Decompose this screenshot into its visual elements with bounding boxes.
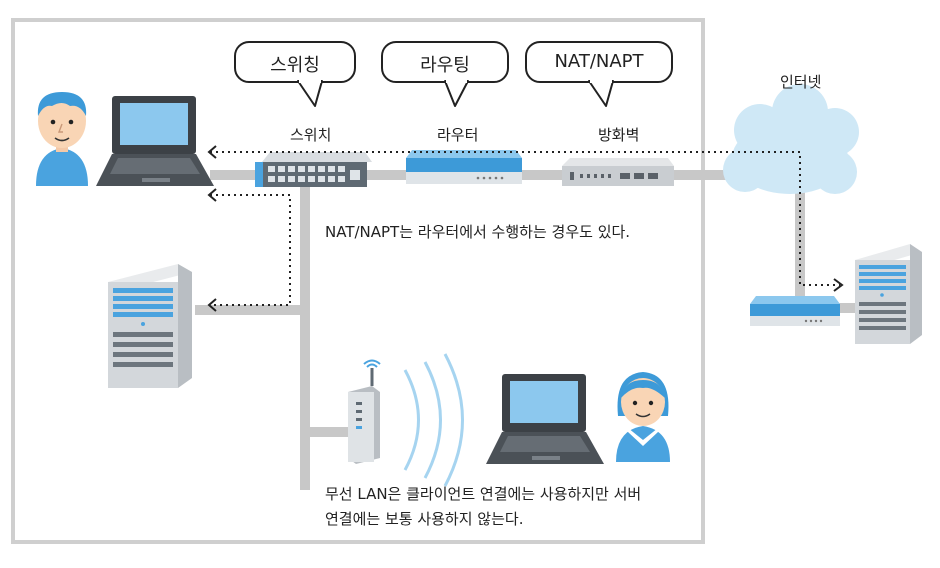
internet-cloud-icon xyxy=(723,84,859,194)
remote-router-icon xyxy=(750,296,840,326)
bubble-routing xyxy=(381,41,509,107)
firewall-icon xyxy=(562,158,674,186)
router-icon xyxy=(406,150,522,184)
switch-label: 스위치 xyxy=(290,126,332,144)
bubble-nat xyxy=(525,41,673,107)
internet-server-icon xyxy=(855,244,922,344)
switch-icon xyxy=(255,152,372,187)
man-user-icon xyxy=(36,92,88,186)
internet-label: 인터넷 xyxy=(780,73,822,91)
woman-user-icon xyxy=(616,372,670,462)
lan-server-icon xyxy=(108,264,192,388)
arrow-heads xyxy=(207,145,844,312)
wireless-note-line1: 무선 LAN은 클라이언트 연결에는 사용하지만 서버 xyxy=(325,485,642,503)
wireless-access-point-icon xyxy=(348,359,381,464)
bubble-switching xyxy=(234,41,356,107)
bubble-routing-label: 라우팅 xyxy=(420,55,470,76)
wireless-note-line2: 연결에는 보통 사용하지 않는다. xyxy=(325,510,524,528)
traffic-flow-arrows xyxy=(210,151,840,306)
nat-note: NAT/NAPT는 라우터에서 수행하는 경우도 있다. xyxy=(325,223,631,241)
client-laptop-icon xyxy=(96,96,214,186)
router-label: 라우터 xyxy=(437,126,479,144)
radio-waves-icon xyxy=(403,353,464,487)
bubble-switching-label: 스위칭 xyxy=(270,55,320,76)
lan-boundary-frame xyxy=(11,18,705,544)
firewall-label: 방화벽 xyxy=(598,126,640,144)
wireless-laptop-icon xyxy=(486,374,604,464)
bubble-nat-label: NAT/NAPT xyxy=(554,51,644,72)
